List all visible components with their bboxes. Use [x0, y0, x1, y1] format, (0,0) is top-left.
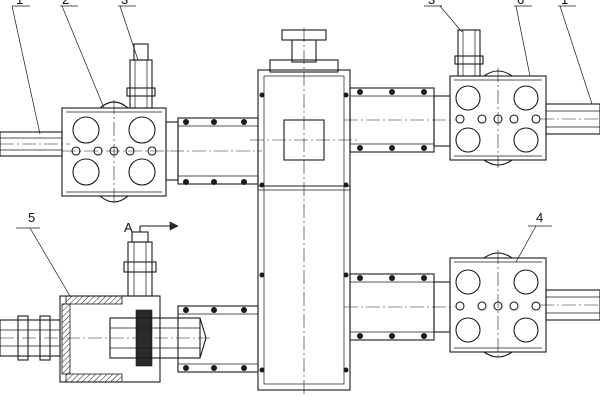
upper-right-coupling	[344, 87, 455, 153]
part-labels: 1 2 3 3 6 1 5 4 A	[16, 0, 568, 235]
label-3-right: 3	[428, 0, 435, 7]
actuator-3-right	[454, 29, 484, 77]
bearing-housing-2	[61, 100, 170, 204]
right-lower-shaft	[540, 289, 600, 321]
label-section-a: A	[124, 220, 133, 235]
left-upper-shaft	[0, 131, 70, 157]
bearing-housing-4	[449, 250, 547, 360]
bearing-housing-6	[449, 68, 547, 168]
label-6: 6	[517, 0, 524, 7]
label-2: 2	[62, 0, 69, 7]
sectioned-housing-5	[59, 295, 207, 383]
actuator-3-left	[126, 43, 156, 109]
lower-left-coupling	[177, 305, 259, 373]
lower-right-coupling	[344, 273, 455, 341]
central-gearbox	[250, 28, 358, 395]
label-5: 5	[28, 210, 35, 225]
section-a-actuator	[123, 221, 179, 297]
leader-lines	[11, 5, 593, 297]
right-upper-shaft	[540, 103, 600, 135]
label-1-left: 1	[16, 0, 23, 7]
label-1-right: 1	[561, 0, 568, 7]
upper-left-coupling	[165, 117, 262, 185]
label-3-left: 3	[121, 0, 128, 7]
label-4: 4	[536, 210, 543, 225]
